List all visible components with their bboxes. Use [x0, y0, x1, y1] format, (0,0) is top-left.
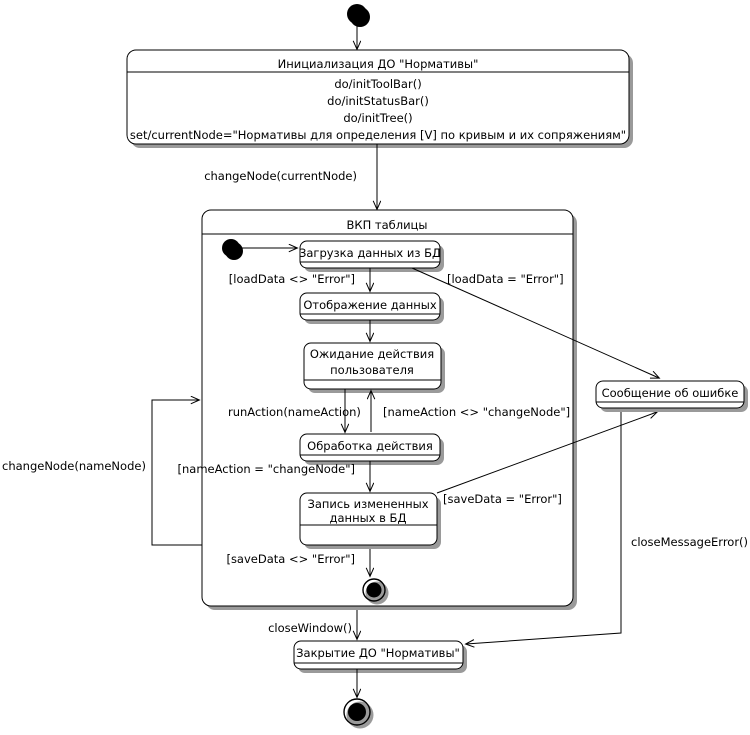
state-init[interactable]: Инициализация ДО "Нормативы" do/initTool…	[126, 49, 633, 148]
label-process-to-wait: [nameAction <> "changeNode"]	[383, 405, 570, 419]
state-save-data[interactable]: Запись измененных данных в БД	[299, 492, 441, 549]
initial-state-inner	[222, 239, 243, 260]
final-state-inner	[362, 578, 389, 605]
state-load-title: Загрузка данных из БД	[299, 246, 441, 260]
state-process-action[interactable]: Обработка действия	[299, 433, 444, 465]
label-composite-self-loop: changeNode(nameNode)	[2, 459, 146, 473]
label-error-to-close: closeMessageError()	[631, 535, 748, 549]
state-close[interactable]: Закрытие ДО "Нормативы"	[293, 640, 467, 673]
state-load-data[interactable]: Загрузка данных из БД	[299, 240, 444, 272]
state-close-title: Закрытие ДО "Нормативы"	[296, 646, 460, 660]
label-process-to-save: [nameAction = "changeNode"]	[178, 462, 355, 476]
edge-composite-self-loop	[151, 400, 202, 546]
state-error-message[interactable]: Сообщение об ошибке	[595, 380, 748, 412]
state-display-title: Отображение данных	[303, 298, 437, 312]
label-composite-to-close: closeWindow()	[268, 621, 352, 635]
label-save-to-error: [saveData = "Error"]	[443, 492, 562, 506]
state-error-title: Сообщение об ошибке	[602, 386, 739, 400]
state-init-title: Инициализация ДО "Нормативы"	[278, 57, 479, 71]
edge-load-to-error	[411, 267, 659, 378]
state-process-title: Обработка действия	[307, 439, 433, 453]
label-wait-to-process: runAction(nameAction)	[228, 405, 361, 419]
initial-state-top	[347, 4, 370, 27]
state-init-action-0: do/initToolBar()	[334, 77, 421, 91]
state-init-action-1: do/initStatusBar()	[327, 94, 429, 108]
state-composite-vkp[interactable]: ВКП таблицы	[201, 209, 577, 610]
final-state-bottom	[343, 698, 374, 729]
label-load-to-error: [loadData = "Error"]	[447, 272, 564, 286]
state-wait-user-action[interactable]: Ожидание действия пользователя	[303, 342, 445, 393]
edge-error-to-close	[466, 412, 622, 644]
label-init-to-composite: changeNode(currentNode)	[204, 169, 357, 183]
label-save-to-final: [saveData <> "Error"]	[226, 552, 355, 566]
edge-save-to-error	[436, 412, 657, 494]
label-load-to-display: [loadData <> "Error"]	[229, 272, 355, 286]
state-init-action-2: do/initTree()	[343, 111, 412, 125]
state-composite-title: ВКП таблицы	[347, 218, 428, 232]
state-wait-title-line2: пользователя	[330, 363, 414, 377]
state-save-title-line1: Запись измененных	[307, 497, 428, 511]
state-init-action-3: set/currentNode="Нормативы для определен…	[130, 128, 626, 142]
state-display-data[interactable]: Отображение данных	[299, 292, 444, 324]
state-save-title-line2: данных в БД	[330, 511, 407, 525]
state-wait-title-line1: Ожидание действия	[310, 347, 434, 361]
